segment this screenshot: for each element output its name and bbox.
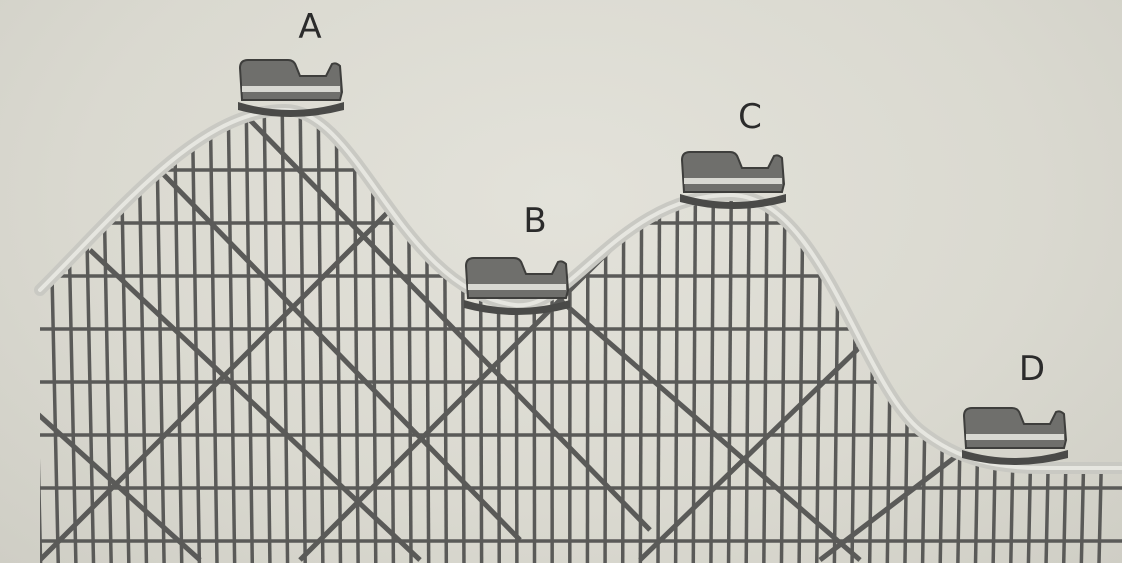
support-post [1009, 110, 1022, 563]
coaster-car-c [680, 151, 786, 209]
support-post [620, 110, 626, 563]
support-post [973, 110, 986, 563]
support-post [885, 110, 896, 563]
track-rail-highlight [38, 107, 1122, 470]
car-chassis [680, 194, 786, 209]
car-body [464, 257, 570, 299]
support-post [82, 110, 96, 563]
support-post [956, 110, 968, 563]
support-post [1026, 110, 1040, 563]
support-post [262, 110, 272, 563]
car-body [680, 151, 786, 193]
support-post [334, 110, 343, 563]
support-post [638, 110, 644, 563]
cross-brace [40, 208, 392, 562]
support-post [832, 110, 842, 563]
car-label-b: B [523, 201, 546, 241]
support-post [496, 110, 501, 563]
car-chassis [464, 300, 570, 315]
support-post [478, 110, 484, 563]
support-post [190, 110, 202, 563]
support-post [64, 110, 78, 563]
support-post [208, 110, 219, 563]
support-post [797, 110, 806, 563]
car-body [962, 407, 1068, 449]
track-rail [34, 103, 1122, 474]
cross-braces [40, 118, 1122, 562]
car-label-d: D [1019, 349, 1045, 389]
vertical-posts [40, 110, 1112, 563]
support-post [298, 110, 307, 563]
support-post [603, 110, 608, 563]
support-post [442, 110, 449, 563]
support-post [424, 110, 431, 563]
support-post [762, 110, 770, 563]
support-post [938, 110, 950, 563]
cross-brace [248, 118, 652, 532]
cross-brace [40, 378, 202, 562]
support-post [920, 110, 932, 563]
support-post [370, 110, 378, 563]
support-post [744, 110, 752, 563]
support-post [991, 110, 1004, 563]
car-label-a: A [298, 7, 321, 47]
car-stripe [966, 434, 1064, 440]
cross-brace [88, 248, 422, 562]
support-post [40, 110, 43, 563]
cross-brace [558, 298, 862, 562]
car-label-c: C [738, 97, 762, 137]
car-stripe [242, 86, 340, 92]
support-post [388, 110, 396, 563]
car-chassis [962, 450, 1068, 465]
support-post [316, 110, 325, 563]
coaster-car-d [962, 407, 1068, 465]
car-body [238, 59, 344, 101]
car-chassis [238, 102, 344, 117]
horizontal-beams [40, 168, 1122, 543]
coaster-car-a [238, 59, 344, 117]
support-post [867, 110, 878, 563]
cross-brace [128, 138, 522, 542]
support-post [406, 110, 413, 563]
support-post [673, 110, 680, 563]
track [34, 103, 1122, 474]
support-post [1097, 110, 1112, 563]
support-post [244, 110, 255, 563]
support-post [136, 110, 149, 563]
support-post [514, 110, 519, 563]
support-post [656, 110, 662, 563]
support-post [460, 110, 466, 563]
coaster-cars: A B C D [238, 7, 1068, 465]
support-post [1061, 110, 1076, 563]
support-post [815, 110, 824, 563]
coaster-car-b [464, 257, 570, 315]
support-post [226, 110, 237, 563]
support-post [46, 110, 60, 563]
support-post [1044, 110, 1058, 563]
support-post [1079, 110, 1094, 563]
car-stripe [684, 178, 782, 184]
car-stripe [468, 284, 566, 290]
